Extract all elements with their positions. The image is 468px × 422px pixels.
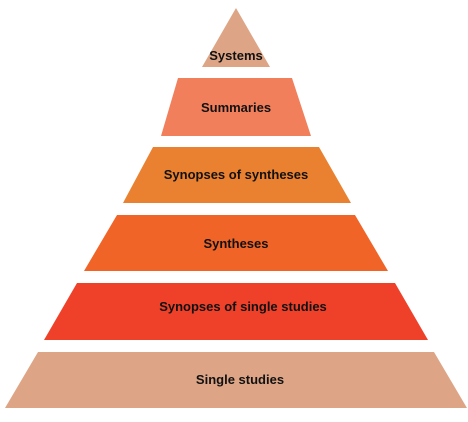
tier-shape-summaries: [161, 78, 311, 136]
tier-shape-single-studies: [5, 352, 467, 408]
tier-label-summaries: Summaries: [201, 100, 271, 115]
tier-shape-systems: [202, 8, 270, 67]
tier-label-syntheses: Syntheses: [203, 236, 268, 251]
tier-shape-synopses-of-single-studies: [44, 283, 428, 340]
tier-label-synopses-of-syntheses: Synopses of syntheses: [164, 167, 309, 182]
tier-synopses-of-syntheses: Synopses of syntheses: [123, 147, 351, 203]
tier-summaries: Summaries: [161, 78, 311, 136]
tier-label-single-studies: Single studies: [196, 372, 284, 387]
tier-syntheses: Syntheses: [84, 215, 388, 271]
tier-shape-synopses-of-syntheses: [123, 147, 351, 203]
tier-single-studies: Single studies: [5, 352, 467, 408]
tier-shape-syntheses: [84, 215, 388, 271]
tier-label-synopses-of-single-studies: Synopses of single studies: [159, 299, 327, 314]
tier-label-systems: Systems: [209, 48, 262, 63]
tier-systems: Systems: [202, 8, 270, 67]
tier-synopses-of-single-studies: Synopses of single studies: [44, 283, 428, 340]
